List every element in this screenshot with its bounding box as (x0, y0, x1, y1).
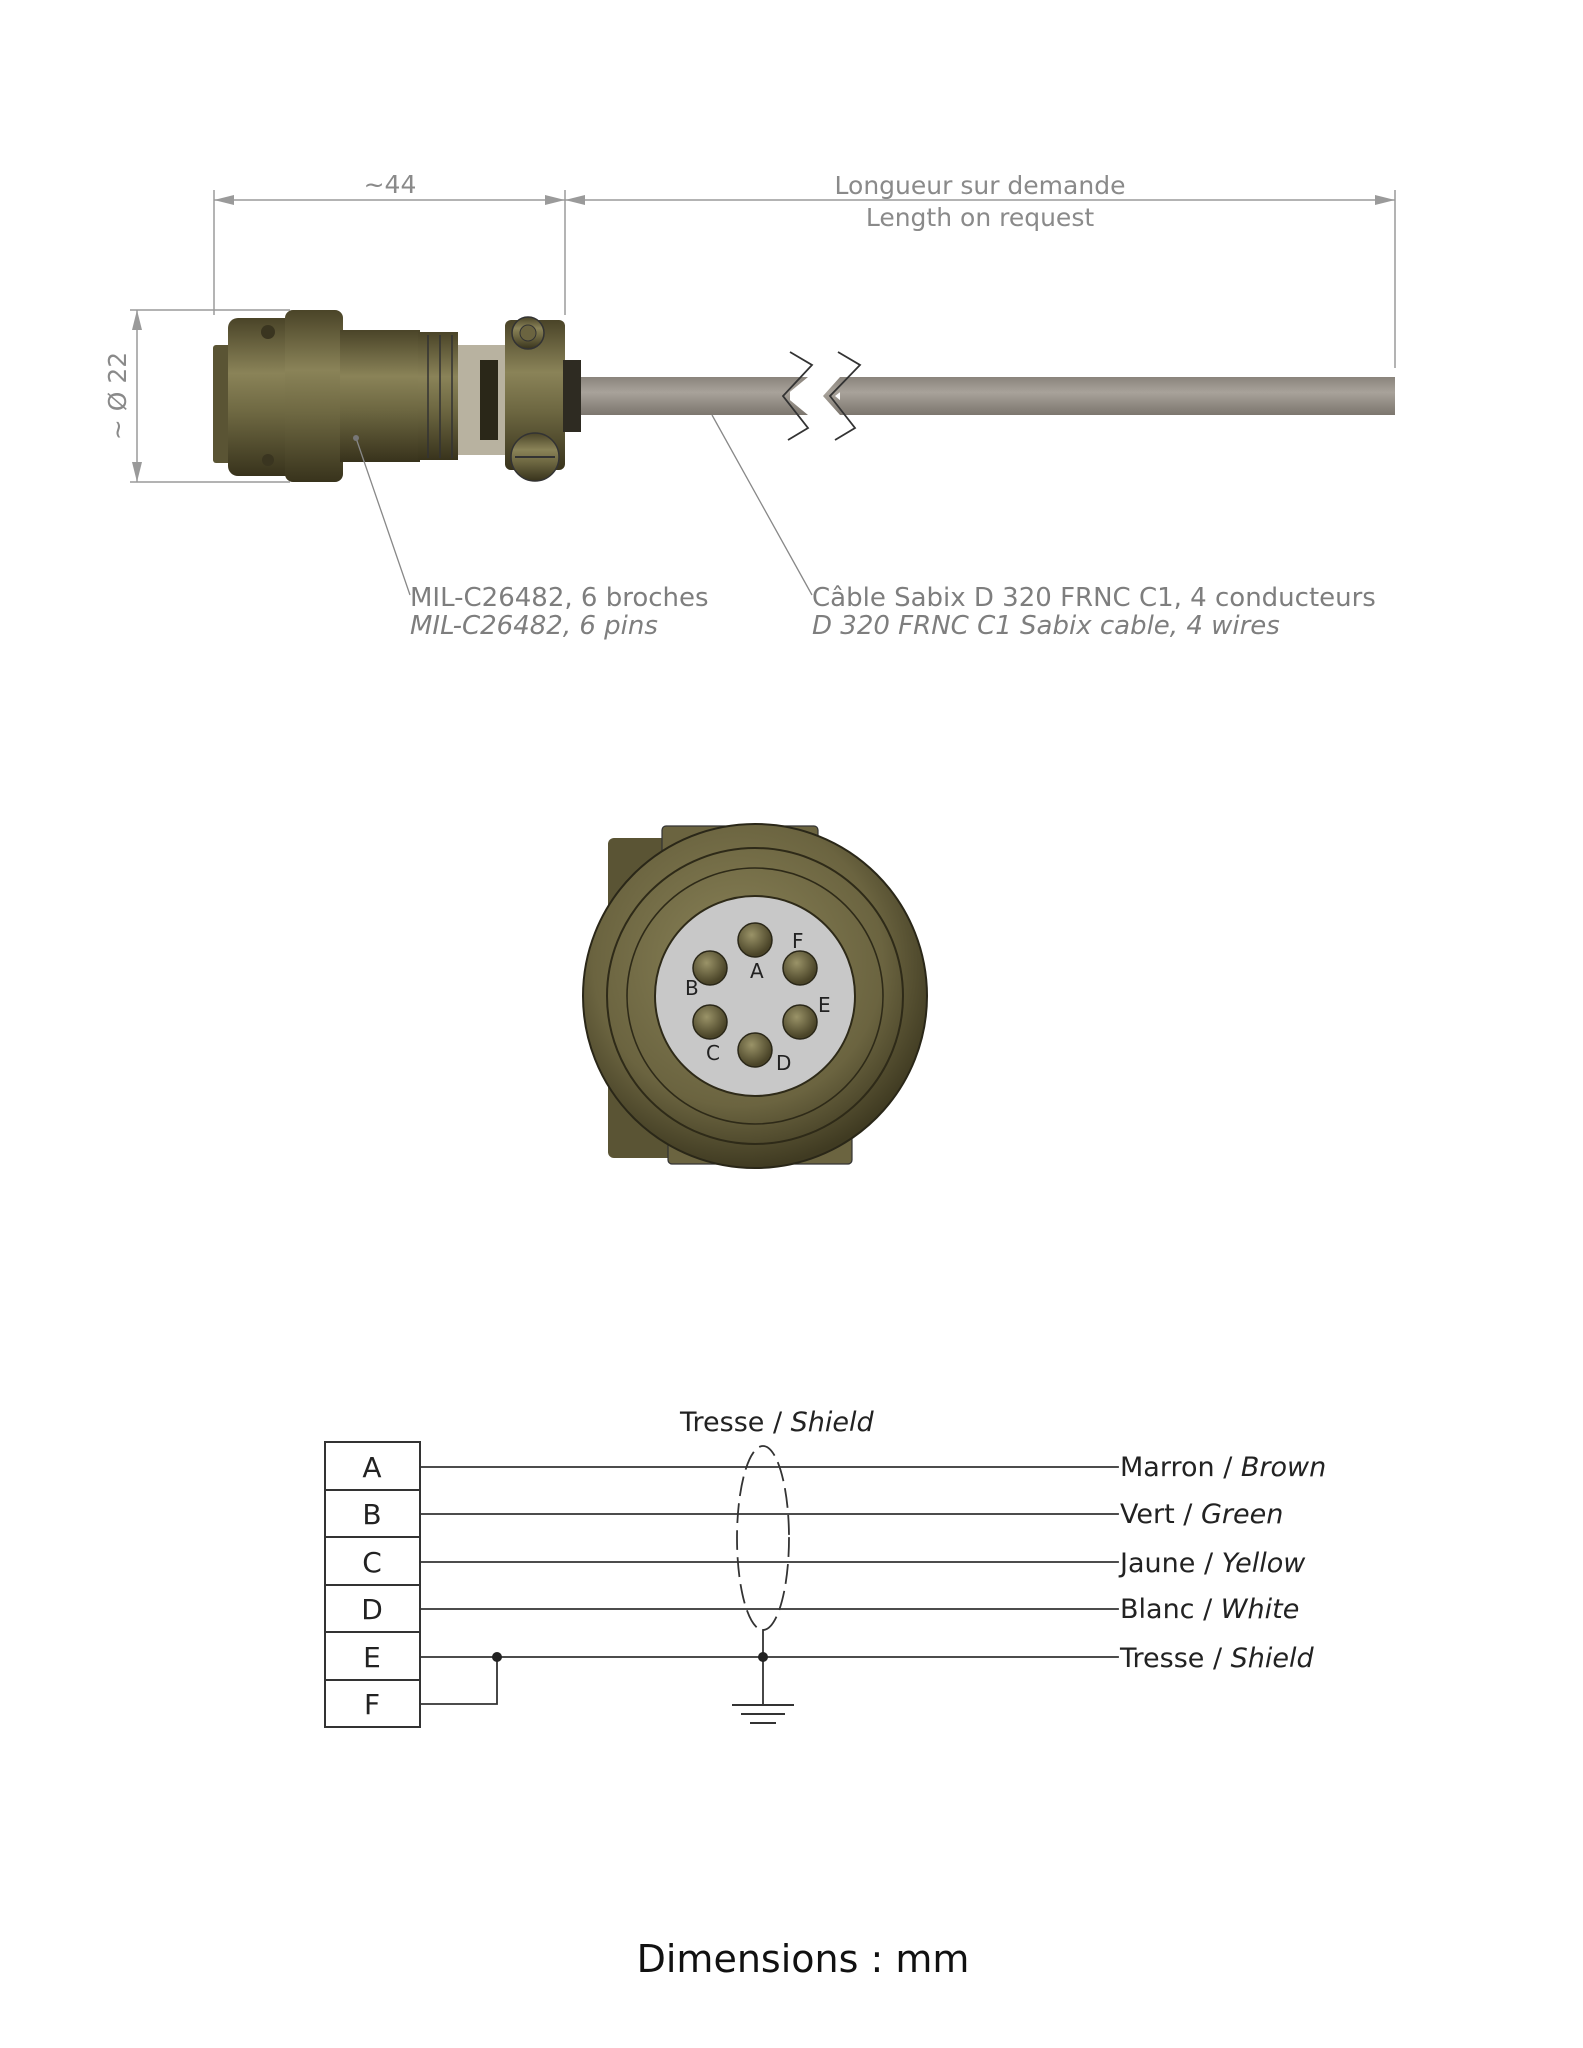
shield-title: Tresse / Shield (679, 1407, 875, 1438)
pin-label-f: F (792, 929, 804, 953)
wire-label-c: Jaune / Yellow (1118, 1548, 1306, 1579)
connector-body (213, 310, 581, 482)
dimension-cable-length: Longueur sur demande Length on request (565, 171, 1396, 368)
dimension-label-diameter: ~ Ø 22 (103, 352, 132, 440)
pin-label-a: A (750, 959, 764, 983)
connector-pins (692, 922, 818, 1068)
dimension-connector-length: ~44 (213, 170, 566, 315)
callout-cable-en: D 320 FRNC C1 Sabix cable, 4 wires (812, 611, 1280, 641)
wire-label-a: Marron / Brown (1120, 1452, 1326, 1483)
dimension-label-length-en: Length on request (866, 203, 1094, 232)
wire-label-b: Vert / Green (1120, 1499, 1283, 1530)
shield-title-en: Shield (791, 1407, 875, 1438)
cable (580, 351, 1395, 441)
dimension-label-44: ~44 (364, 170, 417, 199)
box-pin-a: A (362, 1451, 381, 1484)
wire-label-d-fr: Blanc (1120, 1594, 1195, 1625)
dimension-label-length-fr: Longueur sur demande (835, 171, 1126, 200)
callout-connector-fr: MIL-C26482, 6 broches (410, 583, 709, 613)
pin-label-e: E (818, 993, 831, 1017)
pin-label-d: D (776, 1051, 791, 1075)
wire-label-a-fr: Marron (1120, 1452, 1215, 1483)
wire-label-a-en: Brown (1241, 1452, 1326, 1483)
wire-label-e-fr: Tresse (1119, 1643, 1204, 1674)
pin-label-c: C (706, 1041, 720, 1065)
box-pin-c: C (362, 1546, 382, 1579)
wire-label-e: Tresse / Shield (1119, 1643, 1315, 1674)
pin-label-b: B (685, 976, 699, 1000)
front-view: A B C D E F (582, 823, 928, 1169)
box-pin-e: E (363, 1641, 381, 1674)
dimensions-unit-note: Dimensions : mm (637, 1937, 970, 1981)
wire-label-d-en: White (1221, 1594, 1300, 1625)
wire-label-b-en: Green (1201, 1499, 1283, 1530)
wire-label-d: Blanc / White (1120, 1594, 1299, 1625)
dimension-diameter: ~ Ø 22 (103, 309, 290, 483)
wire-label-b-fr: Vert (1120, 1499, 1175, 1530)
pin-box: A B C D E F (324, 1441, 421, 1728)
wire-label-c-en: Yellow (1222, 1548, 1307, 1579)
side-view: ~44 Longueur sur demande Length on reque… (103, 170, 1396, 641)
wire-label-c-fr: Jaune (1118, 1548, 1195, 1579)
box-pin-b: B (362, 1498, 381, 1531)
shield-title-fr: Tresse (679, 1407, 764, 1438)
callout-connector-en: MIL-C26482, 6 pins (410, 611, 658, 641)
box-pin-f: F (364, 1688, 380, 1721)
callout-cable-fr: Câble Sabix D 320 FRNC C1, 4 conducteurs (812, 583, 1376, 613)
ground-symbol (732, 1704, 794, 1724)
box-pin-d: D (361, 1593, 383, 1626)
wire-label-e-en: Shield (1231, 1643, 1315, 1674)
wiring-schematic: Tresse / Shield A B C D E F (324, 1407, 1326, 1728)
